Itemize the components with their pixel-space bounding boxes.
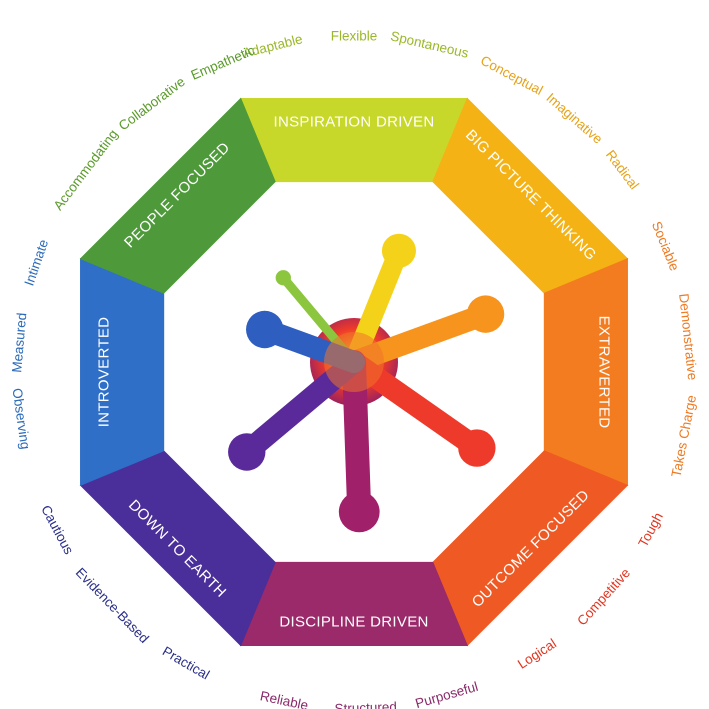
trait-word: Empathetic <box>189 43 257 83</box>
trait-word: Intimate <box>21 237 51 287</box>
trait-word: Tough <box>635 510 666 550</box>
trait-word: Evidence-Based <box>73 565 152 646</box>
trait-word: Structured <box>334 699 397 709</box>
trait-word: Conceptual <box>478 53 545 98</box>
ring-segment <box>239 98 469 183</box>
splash-blob <box>228 433 266 471</box>
trait-word: Reliable <box>259 688 310 709</box>
trait-word: Radical <box>603 147 642 192</box>
trait-word: Practical <box>160 644 212 683</box>
trait-word: Observing <box>10 387 33 450</box>
ring-segment <box>79 97 276 294</box>
segment-label: INTROVERTED <box>96 317 113 428</box>
trait-word: Imaginative <box>543 90 605 147</box>
segment-label: EXTRAVERTED <box>596 316 613 429</box>
ring-segment <box>543 257 628 487</box>
trait-word: Competitive <box>574 565 633 628</box>
paint-splash-center <box>228 233 505 533</box>
trait-word: Takes Charge <box>669 394 700 479</box>
trait-word: Accommodating <box>51 127 121 213</box>
trait-word: Sociable <box>649 219 682 273</box>
ring-segment <box>239 561 469 646</box>
trait-word: Cautious <box>38 503 76 557</box>
trait-word: Purposeful <box>414 679 480 709</box>
trait-word: Collaborative <box>116 74 188 133</box>
ring-segment <box>80 257 165 487</box>
trait-word: Logical <box>515 636 559 672</box>
segment-label: INSPIRATION DRIVEN <box>274 114 435 131</box>
splash-blob <box>246 310 284 349</box>
trait-word: Measured <box>9 312 29 373</box>
trait-word: Spontaneous <box>389 28 470 61</box>
octagon-ring <box>79 97 629 647</box>
trait-word: Flexible <box>331 29 378 44</box>
trait-word: Demonstrative <box>676 293 700 381</box>
splash-blob <box>275 270 291 286</box>
splash-blob <box>381 233 416 268</box>
splash-blob <box>338 491 380 533</box>
splash-blob <box>466 295 505 333</box>
splash-blob <box>458 429 496 467</box>
segment-label: DISCIPLINE DRIVEN <box>279 614 428 631</box>
splash-center <box>324 332 384 392</box>
